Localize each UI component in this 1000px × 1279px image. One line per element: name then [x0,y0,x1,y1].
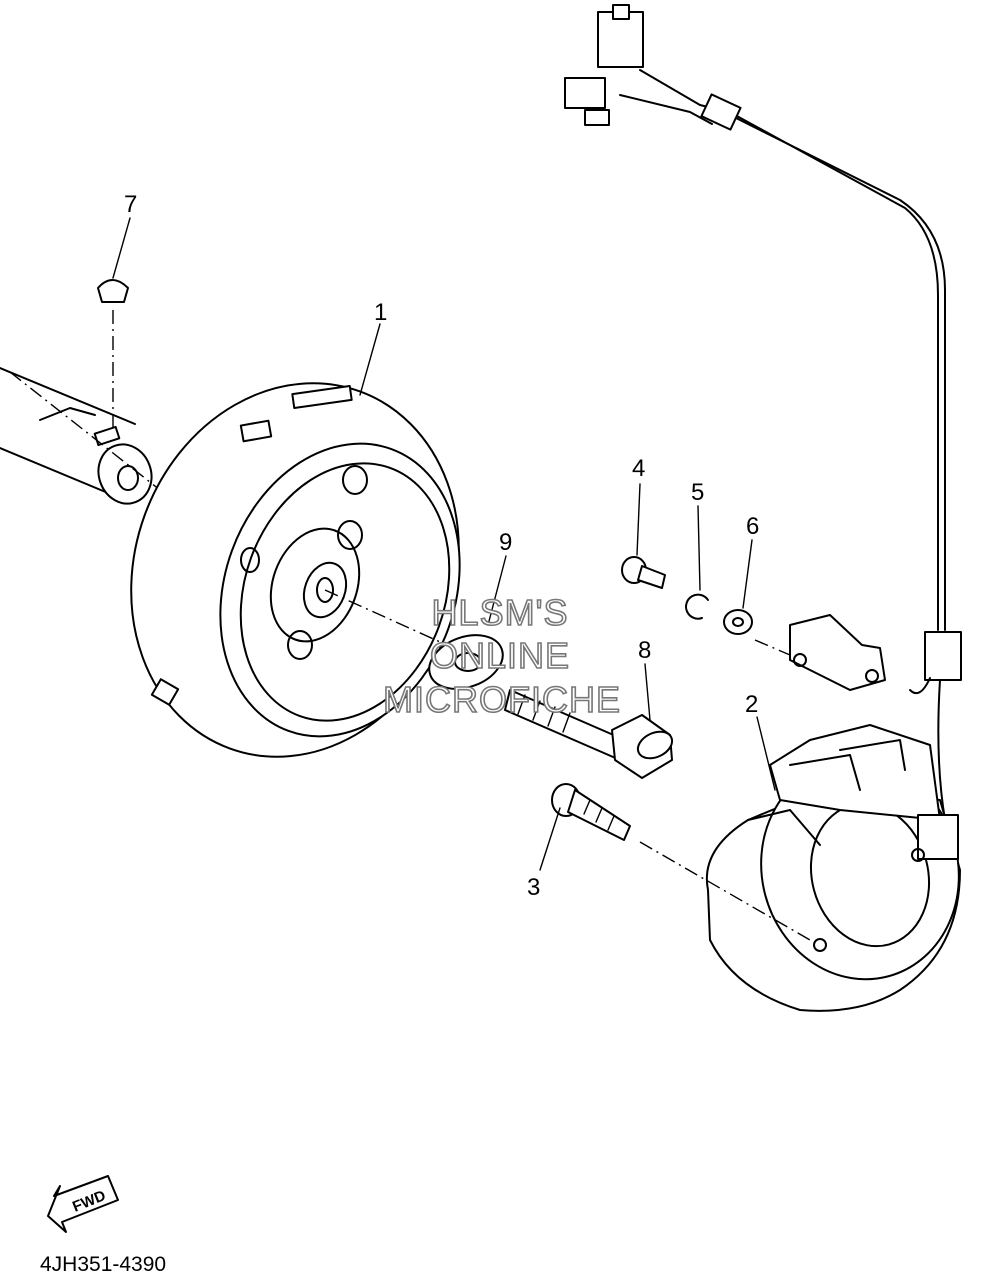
washer [428,634,504,690]
wiring-harness [564,4,962,821]
callout-6: 6 [746,513,759,540]
woodruff-key [97,279,129,430]
stator [639,724,961,1012]
rotor-bolt [504,689,674,779]
circlip [685,593,709,620]
callout-9: 9 [499,529,512,556]
watermark-line-1: HLSM'S [432,592,569,633]
callout-3: 3 [527,874,540,901]
pickup-screw [621,556,666,589]
watermark: HLSM'S ONLINE MICROFICHE [382,591,621,721]
callout-2: 2 [745,691,758,718]
stator-screw [551,783,631,841]
callout-1: 1 [374,299,387,326]
crankshaft-end [0,367,161,505]
diagram-code: 4JH351-4390 [40,1253,166,1276]
callout-numbers: 1 2 3 4 5 6 7 8 9 [124,191,759,901]
flywheel-rotor [130,382,481,758]
collar-washer [723,609,791,656]
callout-5: 5 [691,479,704,506]
watermark-line-2: ONLINE [430,635,570,676]
callout-7: 7 [124,191,137,218]
callout-8: 8 [638,637,651,664]
fwd-arrow-icon: FWD [47,1175,119,1233]
watermark-line-3: MICROFICHE [383,679,621,720]
pickup-coil [789,614,886,691]
leader-lines [112,217,776,871]
callout-4: 4 [632,455,645,482]
